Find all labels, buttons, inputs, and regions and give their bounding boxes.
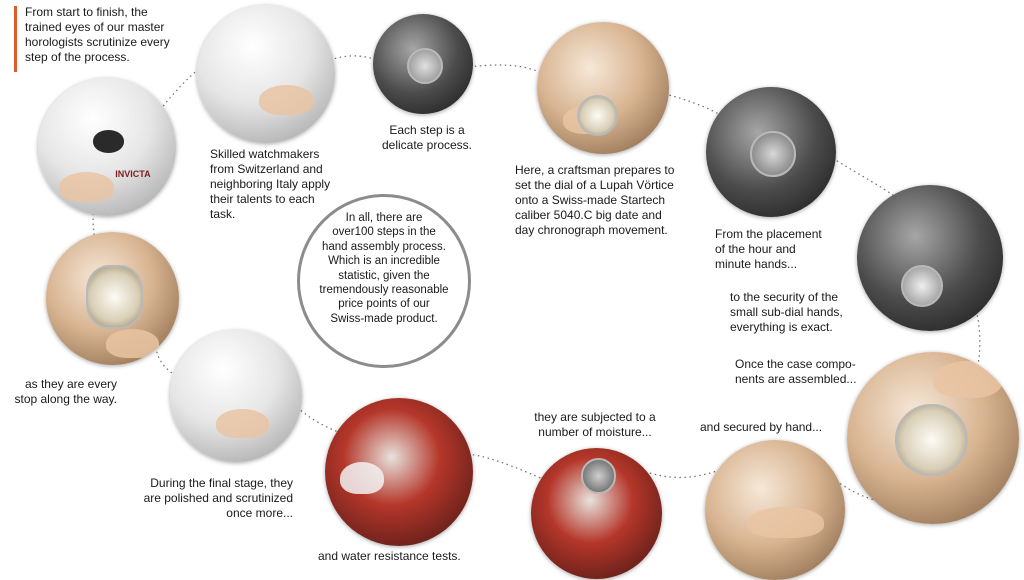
caption-every-stop: as they are every stop along the way.	[14, 377, 117, 406]
caption-case-components: Once the case compo- nents are assembled…	[735, 357, 857, 386]
caption-moisture: they are subjected to a number of moistu…	[534, 410, 656, 439]
caption-final-stage: During the final stage, they are polishe…	[143, 476, 293, 520]
photo-craftsman-dial	[537, 22, 669, 154]
photo-master-horologist: INVICTA	[38, 78, 176, 216]
summary-text: In all, there are over100 steps in the h…	[319, 212, 449, 325]
photo-hour-minute-hands	[706, 87, 836, 217]
photo-case-assembly	[847, 352, 1019, 524]
caption-delicate-process: Each step is a delicate process.	[381, 123, 473, 152]
photo-sub-dial-hands	[857, 185, 1003, 331]
caption-craftsman: Here, a craftsman prepares to set the di…	[515, 163, 675, 237]
photo-moisture-test	[531, 448, 662, 579]
photo-watchmakers-workshop	[197, 5, 335, 143]
summary-circle	[297, 194, 471, 368]
accent-bar	[14, 6, 17, 72]
caption-secured-by-hand: and secured by hand...	[700, 420, 823, 434]
photo-delicate-process	[373, 14, 473, 114]
caption-skilled-watchmakers: Skilled watchmakers from Switzerland and…	[210, 147, 331, 221]
photo-finished-watch	[46, 232, 179, 365]
caption-hand-placement: From the placement of the hour and minut…	[715, 227, 822, 271]
caption-sub-dial-security: to the security of the small sub-dial ha…	[730, 290, 843, 334]
photo-secured-by-hand	[705, 440, 845, 580]
photo-water-resistance-test	[325, 398, 473, 546]
photo-final-polish	[170, 330, 302, 462]
caption-intro: From start to finish, the trained eyes o…	[25, 5, 170, 64]
invicta-logo: INVICTA	[115, 169, 151, 180]
caption-water-resistance: and water resistance tests.	[318, 549, 461, 563]
